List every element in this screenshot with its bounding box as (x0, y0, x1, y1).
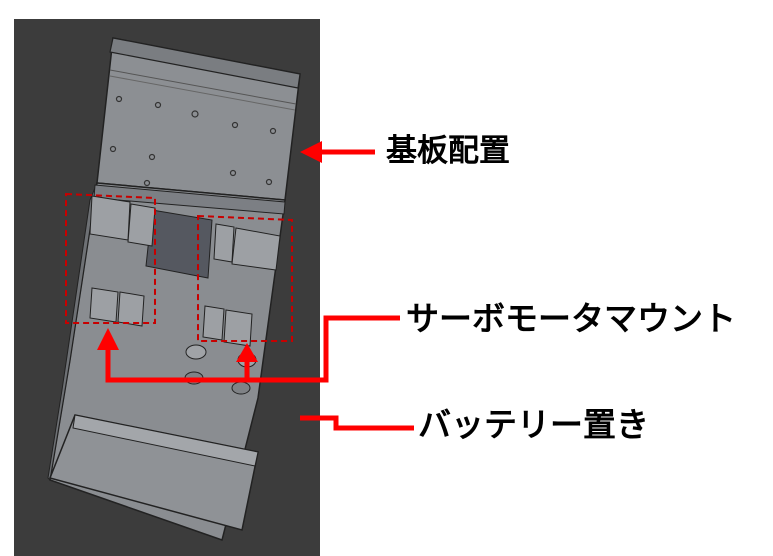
battery-holder-label: バッテリー置き (418, 405, 649, 444)
servo-arrow-head-left (97, 328, 119, 350)
right-servo-highlight (197, 214, 293, 342)
board-arrow-head (300, 141, 322, 163)
servo-arrow-head-right (236, 343, 258, 362)
board-mounting-holes (109, 95, 277, 187)
chassis-plate (47, 37, 301, 541)
servo-motor-mount-label: サーボモータマウント (406, 299, 736, 338)
board-placement-label: 基板配置 (386, 133, 510, 169)
left-servo-highlight (65, 192, 156, 324)
servo-arrow-path (105, 315, 400, 383)
battery-arrow-path (300, 415, 414, 431)
annotation-arrows (97, 141, 414, 431)
servo-mount-highlights (65, 192, 293, 342)
